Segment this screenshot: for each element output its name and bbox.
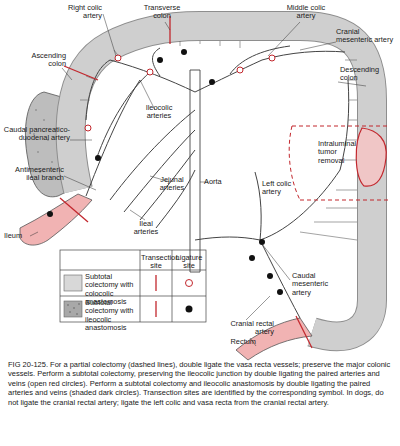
part-label: Ascending colon (24, 52, 66, 69)
intraluminal-tumor (356, 128, 386, 186)
part-label: Caudal pancreatico-duodenal artery (0, 126, 70, 143)
part-label: Right colic artery (56, 4, 102, 21)
part-label: Aorta (204, 178, 234, 186)
ileum (20, 194, 92, 245)
part-label: Antimesenteric ileal branch (0, 166, 64, 183)
part-label: Left colic artery (262, 180, 292, 197)
key-swatch-dots (67, 303, 79, 314)
colon-band (71, 26, 372, 336)
part-label: Caudal mesenteric artery (292, 272, 346, 297)
vasa-recta (80, 41, 357, 240)
part-label: Transverse colon (138, 4, 186, 21)
part-label: Jejunal arteries (150, 176, 194, 193)
part-label: Rectum (220, 338, 256, 346)
transection-lines (60, 16, 312, 348)
part-label: Cranial mesenteric artery (336, 28, 396, 45)
key-swatch-dotted (64, 301, 82, 317)
part-label: Intraluminal tumor removal (318, 140, 362, 165)
part-label: Middle colic artery (284, 4, 328, 21)
part-label: Descending colon (340, 66, 398, 83)
open-ligatures (85, 55, 275, 131)
mesenteric-vessels (86, 46, 349, 318)
partial-colectomy-lines (289, 126, 390, 200)
filled-ligatures (47, 49, 283, 295)
part-label: Transection site (141, 254, 171, 271)
part-label: Ileal arteries (126, 220, 166, 237)
part-label: Ileum (4, 232, 34, 240)
part-label: Ligature site (173, 254, 205, 271)
key-swatch-light (64, 275, 82, 291)
part-label: Subtotal colectomy with ileocolic anasto… (85, 299, 140, 332)
part-label: Cranial rectal artery (214, 320, 274, 337)
key-symbols (156, 275, 193, 317)
part-label: Ileocolic arteries (136, 104, 182, 121)
leader-lines (30, 14, 366, 346)
colon-band-fill (71, 26, 372, 336)
figure-caption: FIG 20-125. For a partial colectomy (das… (8, 360, 394, 407)
